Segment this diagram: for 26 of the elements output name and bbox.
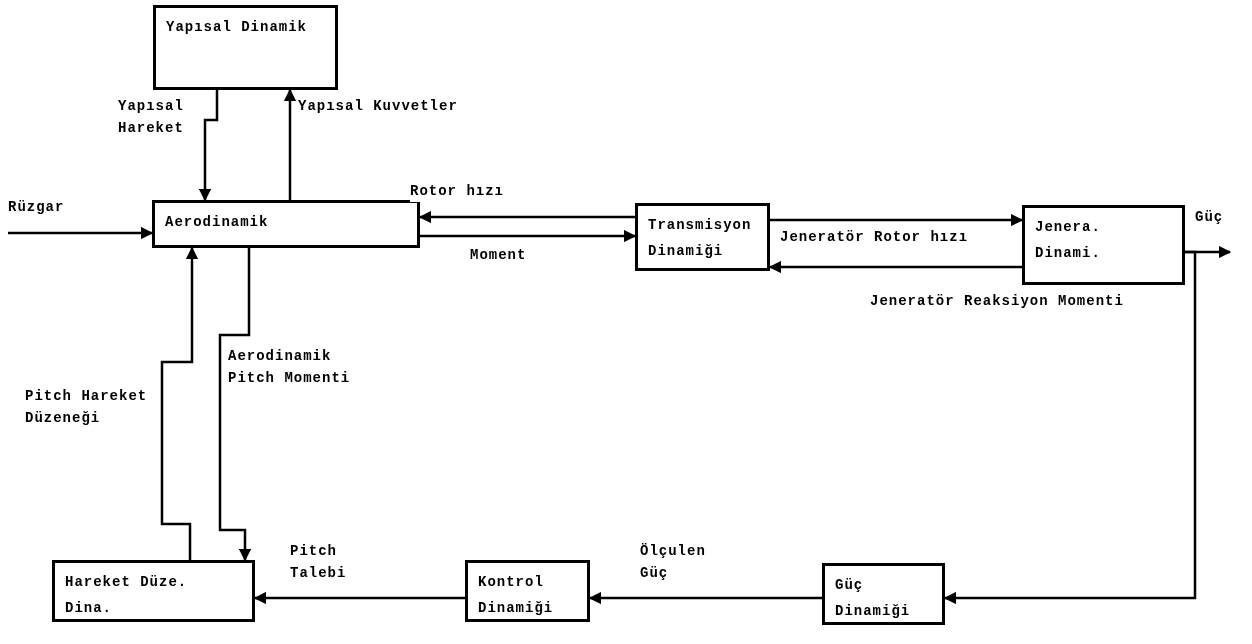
arrow bbox=[770, 213, 1024, 227]
arrow bbox=[588, 591, 822, 605]
block-label: Hareket Düze. Dina. bbox=[65, 574, 188, 616]
process-box bbox=[153, 5, 338, 90]
block-label: Transmisyon Dinamiği bbox=[648, 217, 752, 259]
arrow bbox=[8, 226, 154, 240]
block-label: Kontrol Dinamiği bbox=[478, 574, 554, 616]
arrow bbox=[768, 260, 1022, 274]
block-label: Aerodinamik bbox=[165, 214, 269, 230]
arrow bbox=[218, 248, 252, 562]
process-box bbox=[465, 560, 590, 622]
block-label: Güç Dinamiği bbox=[835, 577, 911, 619]
arrow bbox=[160, 246, 199, 560]
arrow bbox=[283, 88, 297, 200]
arrow bbox=[943, 250, 1197, 605]
process-box bbox=[152, 200, 420, 248]
process-box bbox=[1022, 205, 1185, 285]
process-box bbox=[822, 563, 945, 625]
process-box bbox=[52, 560, 255, 622]
block-label: Jenera. Dinami. bbox=[1035, 219, 1101, 261]
process-box bbox=[635, 203, 770, 271]
arrow bbox=[198, 90, 219, 202]
block-label: Yapısal Dinamik bbox=[166, 19, 308, 35]
arrow bbox=[253, 591, 465, 605]
arrow bbox=[420, 229, 637, 243]
arrow bbox=[418, 210, 635, 224]
